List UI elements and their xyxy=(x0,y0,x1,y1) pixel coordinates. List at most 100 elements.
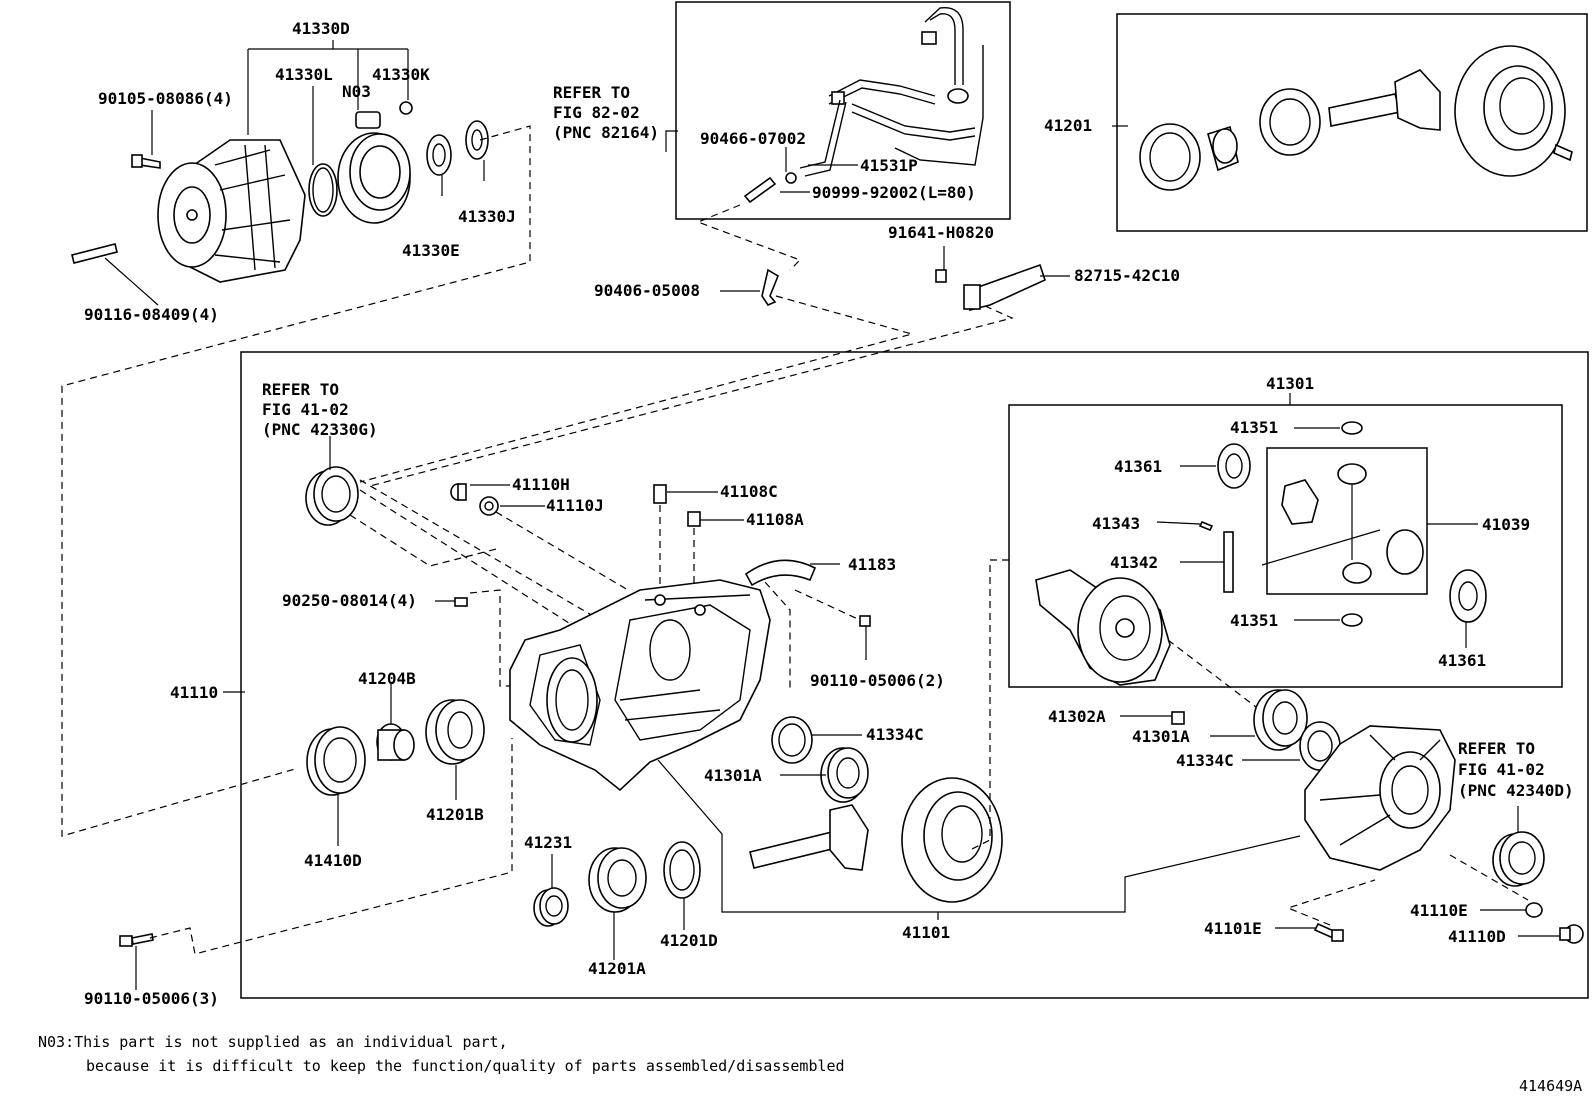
label-41039: 41039 xyxy=(1482,515,1530,534)
label-41201D: 41201D xyxy=(660,931,718,950)
label-41351-b: 41351 xyxy=(1230,611,1278,630)
extension-housing-drawing xyxy=(71,139,306,283)
breather-hose-frame xyxy=(675,1,1011,220)
shaft-41342 xyxy=(1223,531,1234,593)
ring-gear-41101 xyxy=(901,777,1003,903)
label-90105-08086: 90105-08086(4) xyxy=(98,89,233,108)
label-refer-41b-3: (PNC 42340D) xyxy=(1458,781,1574,800)
label-41301A-b: 41301A xyxy=(1132,727,1190,746)
bearing-41334C-a xyxy=(771,716,813,764)
label-41108C: 41108C xyxy=(720,482,778,501)
clamp-90406 xyxy=(761,268,779,306)
bolt-41302A xyxy=(1171,711,1185,725)
label-refer-41a-3: (PNC 42330G) xyxy=(262,420,378,439)
label-refer-41b-2: FIG 41-02 xyxy=(1458,760,1545,779)
pinion-gears-41039 xyxy=(1261,463,1424,584)
diff-case-41301 xyxy=(1035,569,1171,686)
shim-41201D xyxy=(663,841,701,899)
label-90999-92002: 90999-92002(L=80) xyxy=(812,183,976,202)
label-41110J: 41110J xyxy=(546,496,604,515)
label-41201B: 41201B xyxy=(426,805,484,824)
pinion-ring-gear-drawing xyxy=(1139,45,1573,191)
label-41330K: 41330K xyxy=(372,65,430,84)
label-41101: 41101 xyxy=(902,923,950,942)
label-90110-05006-3: 90110-05006(3) xyxy=(84,989,219,1008)
label-41110E: 41110E xyxy=(1410,901,1468,920)
bolt-41101E xyxy=(1313,922,1344,942)
washer-41351-b xyxy=(1341,613,1363,627)
oil-seal-42340D xyxy=(1492,831,1545,887)
label-82715-42C10: 82715-42C10 xyxy=(1074,266,1180,285)
label-41351-a: 41351 xyxy=(1230,418,1278,437)
pinion-gear-kit-frame xyxy=(1266,447,1428,595)
label-41531P: 41531P xyxy=(860,156,918,175)
bearing-41301A-b xyxy=(1253,689,1308,751)
pinion-ring-gear-frame xyxy=(1116,13,1588,232)
plug-41110D xyxy=(1559,924,1584,944)
differential-case-frame xyxy=(1008,404,1563,688)
label-41330J: 41330J xyxy=(458,207,516,226)
label-refer-82-1: REFER TO xyxy=(553,83,630,102)
label-refer-41a-1: REFER TO xyxy=(262,380,339,399)
label-41101E: 41101E xyxy=(1204,919,1262,938)
stud-90250 xyxy=(454,597,468,607)
label-41334C-a: 41334C xyxy=(866,725,924,744)
label-41342: 41342 xyxy=(1110,553,1158,572)
footnote-line-1: N03:This part is not supplied as an indi… xyxy=(38,1033,508,1051)
breather-hose-drawing xyxy=(743,6,984,204)
label-refer-41b-1: REFER TO xyxy=(1458,739,1535,758)
main-assembly-frame xyxy=(240,351,1589,999)
label-41110D: 41110D xyxy=(1448,927,1506,946)
label-41361-b: 41361 xyxy=(1438,651,1486,670)
label-90466-07002: 90466-07002 xyxy=(700,129,806,148)
label-90116-08409: 90116-08409(4) xyxy=(84,305,219,324)
washer-41361-b xyxy=(1449,569,1487,623)
figure-id: 414649A xyxy=(1519,1077,1582,1095)
gasket-41110E xyxy=(1525,902,1543,918)
carrier-cover xyxy=(1304,725,1456,871)
washer-41361-a xyxy=(1217,443,1251,489)
label-41201A: 41201A xyxy=(588,959,646,978)
footnote-line-2: because it is difficult to keep the func… xyxy=(86,1057,845,1075)
bearing-41201B xyxy=(425,699,485,765)
spacer-41231 xyxy=(533,887,569,927)
label-41330D: 41330D xyxy=(292,19,350,38)
label-41343: 41343 xyxy=(1092,514,1140,533)
pinion-shaft-41101 xyxy=(749,804,869,871)
label-41410D: 41410D xyxy=(304,851,362,870)
label-41330L: 41330L xyxy=(275,65,333,84)
label-41334C-b: 41334C xyxy=(1176,751,1234,770)
spacer-41204B xyxy=(376,723,415,761)
label-90110-05006-2: 90110-05006(2) xyxy=(810,671,945,690)
label-41330E: 41330E xyxy=(402,241,460,260)
snap-ring-41330L xyxy=(308,163,338,217)
label-41204B: 41204B xyxy=(358,669,416,688)
sensor-bracket-82715 xyxy=(935,263,1046,312)
bolt-90110-b xyxy=(119,933,154,947)
label-41302A: 41302A xyxy=(1048,707,1106,726)
label-41183: 41183 xyxy=(848,555,896,574)
label-N03: N03 xyxy=(342,82,371,101)
washer-41351-a xyxy=(1341,421,1363,435)
label-refer-82-2: FIG 82-02 xyxy=(553,103,640,122)
label-refer-82-3: (PNC 82164) xyxy=(553,123,659,142)
bearing-41201A xyxy=(588,847,647,913)
label-41361-a: 41361 xyxy=(1114,457,1162,476)
label-41110H: 41110H xyxy=(512,475,570,494)
drain-plug-41110H xyxy=(450,483,499,516)
dust-deflector-41183 xyxy=(744,559,817,587)
label-refer-41a-2: FIG 41-02 xyxy=(262,400,349,419)
label-90250-08014: 90250-08014(4) xyxy=(282,591,417,610)
bolt-90110-a xyxy=(859,615,871,627)
label-41301: 41301 xyxy=(1266,374,1314,393)
label-41231: 41231 xyxy=(524,833,572,852)
carrier-housing-drawing xyxy=(509,579,771,792)
label-41110: 41110 xyxy=(170,683,218,702)
oil-seal-41410D xyxy=(306,726,366,796)
oil-seal-42330G xyxy=(305,466,359,526)
label-41301A-a: 41301A xyxy=(704,766,762,785)
label-41108A: 41108A xyxy=(746,510,804,529)
breather-plug-41108C xyxy=(653,484,701,527)
label-91641-H0820: 91641-H0820 xyxy=(888,223,994,242)
